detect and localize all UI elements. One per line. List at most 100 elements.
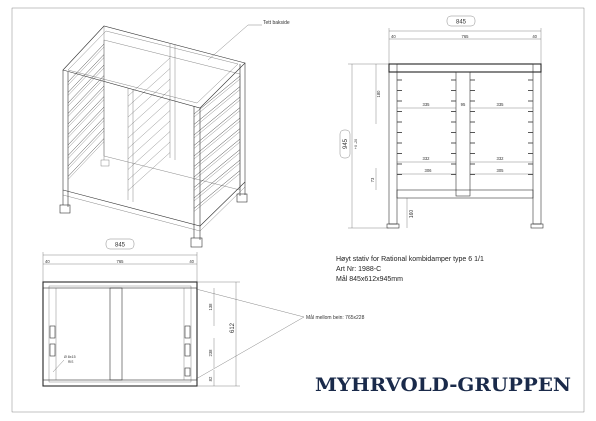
front-overall-width-box — [446, 15, 476, 27]
info-article: Art Nr: 1988-C — [336, 266, 382, 273]
rail-line — [193, 78, 241, 118]
rail-line — [193, 117, 241, 157]
front-upper-span-left: 335 — [423, 102, 431, 107]
rail-line — [127, 120, 171, 160]
brand-wordmark: MYHRVOLD-GRUPPEN — [315, 374, 571, 396]
rail-line — [67, 75, 105, 114]
top-slot — [184, 325, 191, 339]
front-overall-width: 845 — [456, 20, 467, 26]
rail-line — [127, 131, 171, 170]
top-seg-c: 82 — [208, 376, 213, 381]
top-seg-b: 238 — [208, 349, 213, 357]
rail-line — [193, 128, 241, 167]
rail-line — [193, 159, 241, 199]
front-lower-span-left: 332 — [423, 156, 431, 161]
iso-top-frame-inner — [67, 30, 239, 104]
top-side-left: 40 — [45, 259, 50, 264]
top-callout-leader — [195, 316, 305, 380]
top-hole-sub: RIS — [68, 360, 73, 364]
rail-line — [193, 107, 241, 146]
front-bottom-rail — [396, 189, 534, 199]
rail-line — [193, 131, 241, 170]
rail-line — [193, 141, 241, 181]
rail-line — [193, 162, 241, 202]
top-inner-outline — [48, 285, 192, 383]
iso-foot — [59, 204, 71, 214]
rail-line — [127, 89, 171, 128]
rail-line — [193, 89, 241, 128]
front-leg-right — [532, 63, 542, 225]
front-side-right: 40 — [532, 34, 537, 39]
front-top-height: 180 — [376, 90, 381, 98]
rail-line — [127, 57, 171, 97]
iso-tray-rails — [67, 43, 241, 212]
rail-line — [193, 152, 241, 191]
rail-line — [193, 120, 241, 160]
top-overall-width-box — [105, 238, 135, 250]
front-bottom-offset: 73 — [370, 177, 375, 182]
top-slot — [49, 343, 56, 357]
rail-line — [193, 86, 241, 125]
rail-line — [193, 170, 241, 209]
front-view: 845 40 765 40 335 95 335 332 332 306 305 — [339, 15, 544, 229]
front-base-span-right: 305 — [497, 168, 505, 173]
brand-logo: MYHRVOLD-GRUPPEN — [315, 374, 571, 396]
rail-line — [193, 96, 241, 136]
rail-line — [193, 110, 241, 149]
front-top-rail — [388, 63, 542, 73]
rail-line — [193, 173, 241, 212]
front-upper-span-right: 335 — [497, 102, 505, 107]
rail-line — [67, 138, 105, 177]
rail-line — [67, 67, 105, 107]
info-title: Høyt stativ for Rational kombidamper typ… — [336, 256, 484, 263]
iso-callout-label: Tett bakside — [263, 20, 290, 26]
top-slot — [184, 343, 191, 357]
sheet-border — [11, 7, 585, 413]
front-center-post — [455, 71, 471, 197]
top-slot — [49, 325, 56, 339]
rail-line — [67, 117, 105, 156]
iso-back-panel — [103, 39, 241, 191]
rail-line — [67, 78, 105, 117]
rail-line — [67, 85, 105, 125]
rail-line — [193, 75, 241, 115]
rail-line — [67, 57, 105, 96]
rail-line — [67, 130, 105, 170]
iso-foot — [190, 237, 203, 248]
top-callout-leader — [195, 288, 305, 318]
top-center-post — [109, 287, 123, 381]
iso-foot — [100, 159, 110, 167]
rail-line — [67, 106, 105, 146]
front-overall-height: 945 — [343, 138, 349, 149]
top-inner-width: 765 — [117, 259, 125, 264]
iso-callout-leader — [207, 24, 249, 61]
rail-line — [67, 127, 105, 167]
rail-line — [67, 141, 105, 180]
rail-line — [67, 88, 105, 128]
rail-line — [127, 99, 171, 139]
top-hole-label: Ø 8x15 — [64, 355, 76, 359]
rail-line — [67, 99, 105, 138]
rail-line — [67, 109, 105, 149]
front-height-tolerance: +0 -20 — [354, 139, 358, 149]
iso-bottom-frame — [62, 181, 246, 227]
rail-line — [67, 96, 105, 135]
info-size: Mål 845x612x945mm — [336, 276, 403, 283]
rail-line — [193, 138, 241, 178]
rail-line — [127, 110, 171, 149]
top-depth: 612 — [230, 322, 236, 333]
front-foot — [386, 223, 400, 229]
rail-line — [67, 43, 105, 83]
iso-foot — [236, 193, 248, 203]
front-foot — [530, 223, 544, 229]
front-inner-width: 765 — [462, 34, 470, 39]
rail-line — [127, 152, 171, 191]
front-height-box — [339, 129, 351, 159]
top-view: 845 40 765 40 Ø 8x15 RIS 612 138 238 — [42, 238, 365, 387]
front-upper-span-mid: 95 — [461, 102, 466, 107]
rail-line — [127, 68, 171, 107]
isometric-view: Tett bakside — [59, 20, 290, 248]
top-overall-width: 845 — [115, 243, 126, 249]
top-side-right: 40 — [189, 259, 194, 264]
rail-line — [67, 54, 105, 93]
